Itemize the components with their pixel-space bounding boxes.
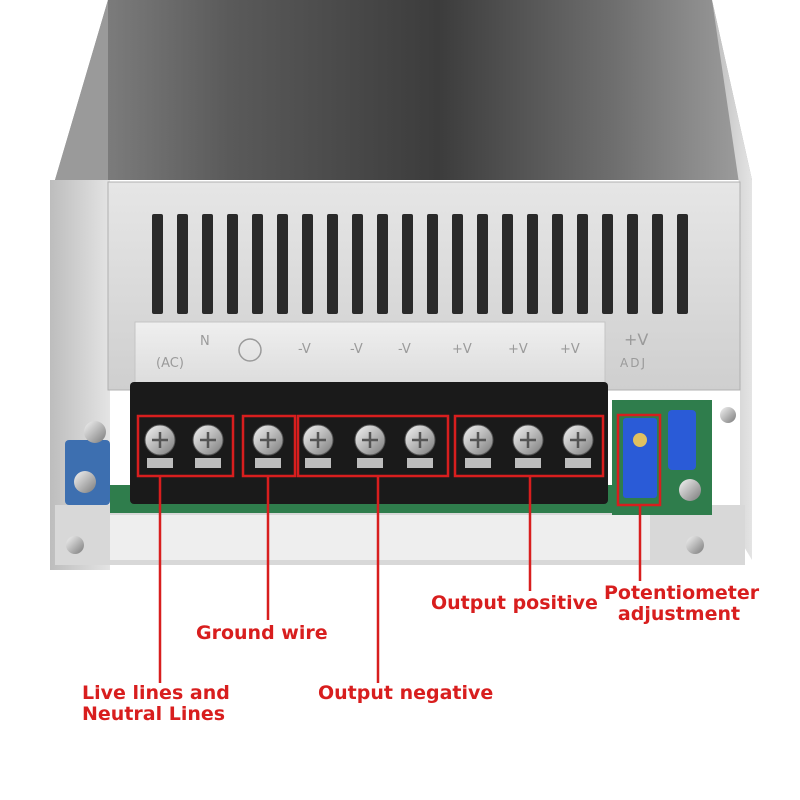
- vent-slot: [202, 214, 213, 314]
- vent-slot: [152, 214, 163, 314]
- vent-slot: [377, 214, 388, 314]
- vent-slot: [552, 214, 563, 314]
- screw-slot: [200, 432, 216, 448]
- housing-right-side: [712, 0, 752, 560]
- left-screw-top-icon: [84, 421, 106, 443]
- vent-slot: [627, 214, 638, 314]
- marking-adj-top: +V: [624, 330, 648, 349]
- vent-slot: [302, 214, 313, 314]
- terminal-clamp: [255, 458, 281, 468]
- screw-slot: [260, 432, 276, 448]
- callout-output-positive: Output positive: [431, 592, 598, 614]
- vent-slot: [477, 214, 488, 314]
- terminal-clamp: [515, 458, 541, 468]
- base-screw-left-icon: [66, 536, 84, 554]
- terminal-clamp: [565, 458, 591, 468]
- screw-slot: [152, 432, 168, 448]
- base-plate: [110, 515, 650, 560]
- pot-secondary: [668, 410, 696, 470]
- marking-ac: (AC): [156, 356, 184, 371]
- vent-slot: [577, 214, 588, 314]
- vent-slot: [227, 214, 238, 314]
- terminal-clamp: [407, 458, 433, 468]
- callout-live-line1: Live lines and: [82, 682, 230, 704]
- callout-ground: Ground wire: [196, 622, 328, 644]
- screw-slot: [362, 432, 378, 448]
- vent-slot: [352, 214, 363, 314]
- terminal-screws: [144, 424, 594, 468]
- callout-live-line2: Neutral Lines: [82, 703, 226, 725]
- marking-vplus-1: +V: [452, 342, 472, 357]
- vent-slot: [402, 214, 413, 314]
- screw-slot: [310, 432, 326, 448]
- marking-vminus-2: -V: [350, 342, 363, 357]
- marking-adj-bottom: ADJ: [620, 356, 647, 370]
- housing-top: [55, 0, 752, 180]
- side-screw-icon: [720, 407, 736, 423]
- base-screw-right-icon: [686, 536, 704, 554]
- callout-output-negative: Output negative: [318, 682, 494, 704]
- box-live-neutral: [136, 414, 235, 478]
- screw-slot: [470, 432, 486, 448]
- terminal-clamp: [357, 458, 383, 468]
- vent-slot: [327, 214, 338, 314]
- vent-slot: [177, 214, 188, 314]
- ground-symbol: [238, 338, 262, 362]
- terminal-clamp: [465, 458, 491, 468]
- vent-slot: [452, 214, 463, 314]
- vent-slot: [502, 214, 513, 314]
- screw-slot: [520, 432, 536, 448]
- box-output-negative: [296, 414, 450, 478]
- marking-vminus-3: -V: [398, 342, 411, 357]
- potentiometer: [623, 418, 657, 498]
- vent-slot: [677, 214, 688, 314]
- marking-vplus-3: +V: [560, 342, 580, 357]
- screw-slot: [570, 432, 586, 448]
- pot-screw-icon: [633, 433, 647, 447]
- vent-slots: [152, 214, 688, 314]
- vent-slot: [427, 214, 438, 314]
- left-screw-bottom-icon: [74, 471, 96, 493]
- marking-n: N: [200, 334, 210, 349]
- terminal-clamp: [147, 458, 173, 468]
- vent-slot: [252, 214, 263, 314]
- terminal-clamp: [195, 458, 221, 468]
- vent-slot: [527, 214, 538, 314]
- callout-live-neutral: Live lines and Neutral Lines: [82, 683, 230, 725]
- vent-slot: [277, 214, 288, 314]
- terminal-clamp: [305, 458, 331, 468]
- vent-slot: [652, 214, 663, 314]
- pcb-screw-icon: [679, 479, 701, 501]
- marking-vplus-2: +V: [508, 342, 528, 357]
- vent-slot: [602, 214, 613, 314]
- callout-pot-line2: adjustment: [617, 603, 741, 625]
- callout-potentiometer: Potentiometer adjustment: [604, 582, 760, 625]
- screw-slot: [412, 432, 428, 448]
- marking-vminus-1: -V: [298, 342, 311, 357]
- callout-pot-line1: Potentiometer: [604, 582, 760, 604]
